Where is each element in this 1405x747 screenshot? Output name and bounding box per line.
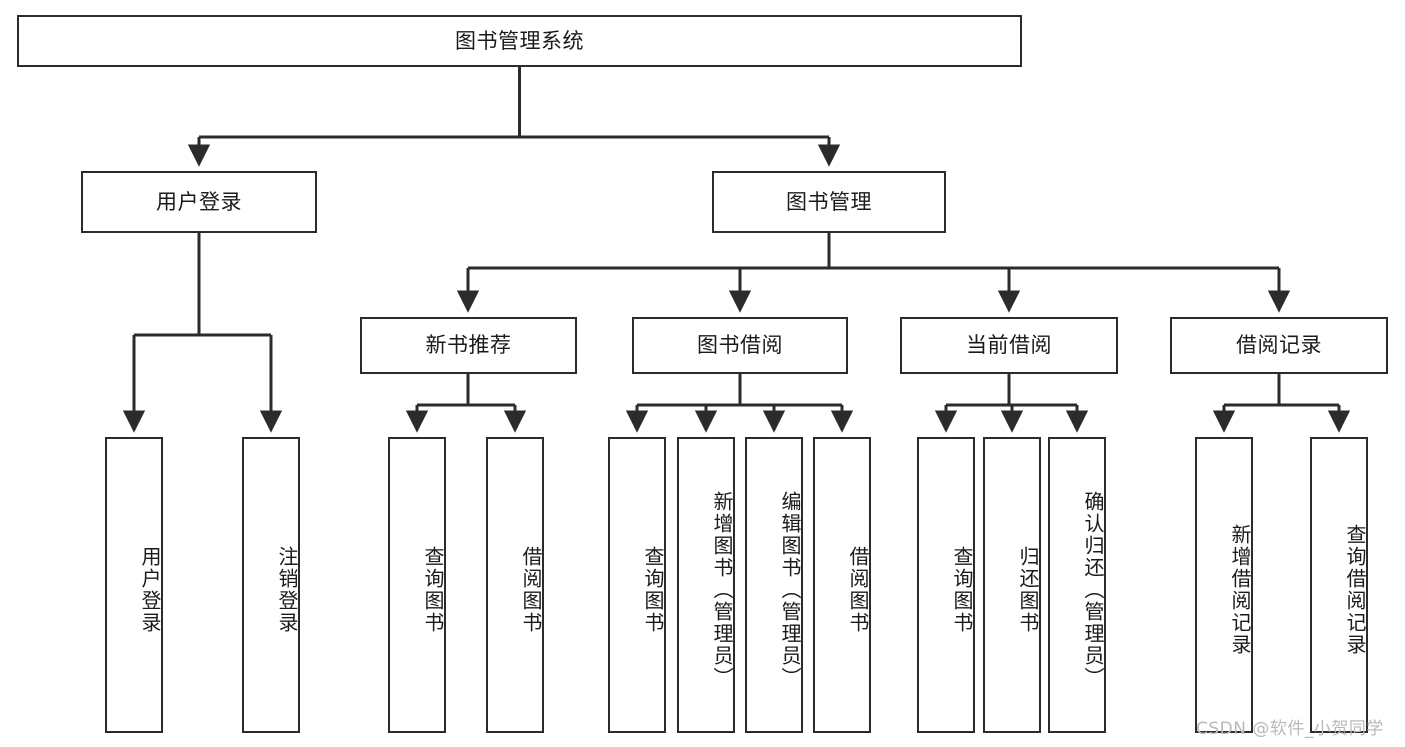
node-current-borrow[interactable]: 当前借阅 (900, 317, 1118, 374)
node-new-book-recommend[interactable]: 新书推荐 (360, 317, 577, 374)
csdn-watermark: CSDN @软件_小贺同学 (1196, 719, 1384, 739)
leaf-node-edit-book-admin[interactable]: 编辑图书（管理员） (745, 437, 803, 733)
node-book-management[interactable]: 图书管理 (712, 171, 946, 233)
leaf-node-user-login[interactable]: 用户登录 (105, 437, 163, 733)
leaf-node-query-book-borrow[interactable]: 查询图书 (608, 437, 666, 733)
leaf-node-logout[interactable]: 注销登录 (242, 437, 300, 733)
node-book-borrow[interactable]: 图书借阅 (632, 317, 848, 374)
node-user-login[interactable]: 用户登录 (81, 171, 317, 233)
leaf-node-query-book-recommend[interactable]: 查询图书 (388, 437, 446, 733)
leaf-node-confirm-return-admin[interactable]: 确认归还（管理员） (1048, 437, 1106, 733)
leaf-node-query-book-current[interactable]: 查询图书 (917, 437, 975, 733)
leaf-node-borrow-book-recommend[interactable]: 借阅图书 (486, 437, 544, 733)
leaf-node-return-book[interactable]: 归还图书 (983, 437, 1041, 733)
leaf-node-add-book-admin[interactable]: 新增图书（管理员） (677, 437, 735, 733)
node-borrow-record[interactable]: 借阅记录 (1170, 317, 1388, 374)
leaf-node-query-borrow-record[interactable]: 查询借阅记录 (1310, 437, 1368, 733)
leaf-node-borrow-book[interactable]: 借阅图书 (813, 437, 871, 733)
leaf-node-add-borrow-record[interactable]: 新增借阅记录 (1195, 437, 1253, 733)
node-root-system[interactable]: 图书管理系统 (17, 15, 1022, 67)
